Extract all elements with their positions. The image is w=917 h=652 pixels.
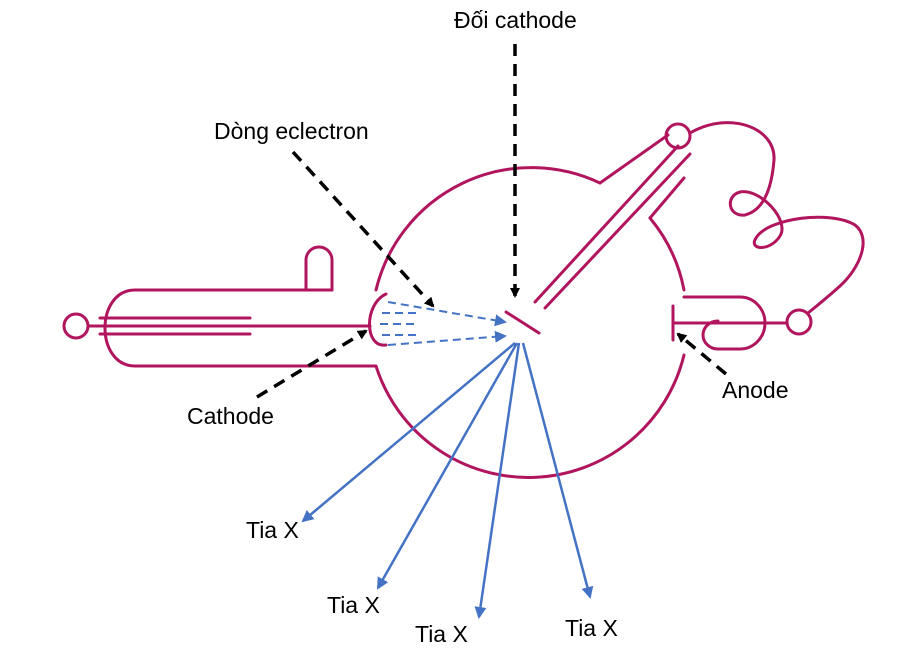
- bulb-upper-right: [648, 216, 686, 292]
- cathode-pointer: [256, 329, 368, 399]
- anode-terminal: [785, 308, 813, 336]
- xray-label-3: Tia X: [415, 621, 468, 647]
- anode-housing: [682, 295, 767, 351]
- cathode-label: Cathode: [187, 403, 274, 429]
- bulb-lower: [374, 353, 686, 479]
- anticathode-terminal: [664, 122, 692, 150]
- anticathode-arm-upper: [598, 133, 670, 185]
- xray-beam-2: [376, 342, 519, 590]
- anticathode-target: [504, 310, 541, 335]
- xray-tube: [62, 121, 865, 479]
- xray-beam-1: [301, 342, 516, 523]
- anticathode-rod-1: [533, 144, 680, 304]
- cathode-arm: [103, 288, 377, 368]
- xray-label-2: Tia X: [327, 592, 380, 618]
- xray-beams: [301, 342, 594, 619]
- cathode-cup: [368, 292, 388, 347]
- anticathode-label: Đối cathode: [454, 7, 577, 33]
- xray-label-1: Tia X: [246, 517, 299, 543]
- electron-line-top: [387, 301, 507, 327]
- electron-stream-label: Dòng eclectron: [214, 118, 369, 144]
- bulb-upper-left: [374, 166, 602, 292]
- cathode-bump: [304, 245, 334, 292]
- electron-line-bottom: [387, 330, 507, 346]
- anode-label: Anode: [722, 377, 789, 403]
- anticathode-rod-2: [543, 152, 692, 310]
- anticathode-arm-lower: [648, 176, 686, 220]
- xray-label-4: Tia X: [565, 615, 618, 641]
- coiled-wire: [688, 121, 865, 315]
- pointer-arrows: [256, 44, 728, 399]
- electron-stream: [380, 301, 507, 346]
- electron-stream-pointer: [291, 150, 435, 308]
- cathode-terminal: [62, 312, 90, 340]
- xray-beam-4: [521, 342, 594, 599]
- xray-beam-3: [474, 342, 521, 619]
- anode-pointer: [676, 332, 728, 376]
